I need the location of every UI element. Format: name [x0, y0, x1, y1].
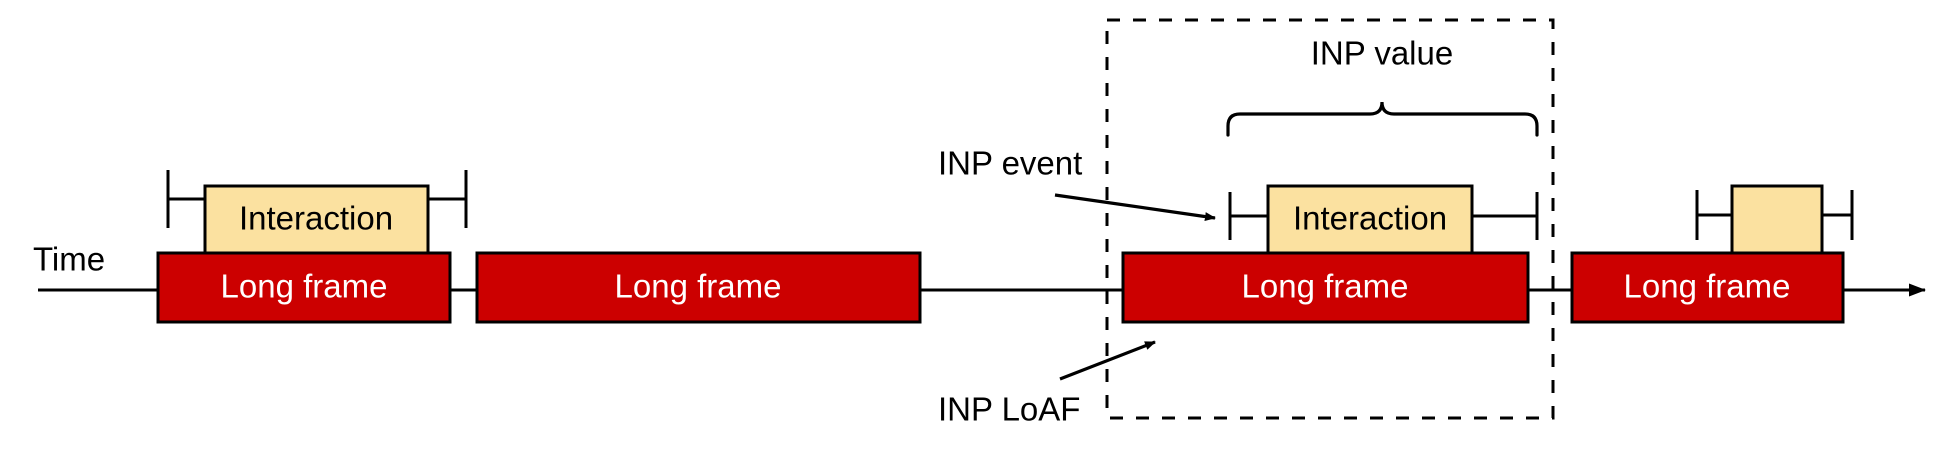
long-frame-box[interactable] [475, 251, 922, 324]
inp-value-label: INP value [1311, 35, 1453, 72]
long-frame-box[interactable] [1570, 251, 1845, 324]
interaction-box-inp-label: Interaction [1293, 200, 1447, 237]
inp-value-brace [1226, 101, 1539, 137]
inp-loaf-label: INP LoAF [938, 391, 1080, 428]
long-frame-label: Long frame [221, 268, 388, 305]
long-frame-label: Long frame [1624, 268, 1791, 305]
interaction-boxes: Interaction Interaction [203, 184, 1824, 255]
inp-event-arrow [1054, 193, 1216, 222]
interaction-whiskers [166, 170, 1854, 240]
long-frame-box-inp-loaf[interactable] [1121, 251, 1530, 324]
long-frame-label: Long frame [615, 268, 782, 305]
inp-loaf-arrow [1059, 340, 1156, 381]
inp-event-label: INP event [938, 145, 1082, 182]
interaction-box-last[interactable] [1730, 184, 1824, 255]
long-frame-box[interactable] [156, 251, 452, 324]
time-axis-label: Time [33, 241, 105, 278]
long-frame-label: Long frame [1242, 268, 1409, 305]
interaction-box-label: Interaction [239, 200, 393, 237]
inp-highlight-region [1105, 18, 1555, 420]
long-frame-boxes: Long frame Long frame Long frame Long fr… [156, 251, 1845, 324]
